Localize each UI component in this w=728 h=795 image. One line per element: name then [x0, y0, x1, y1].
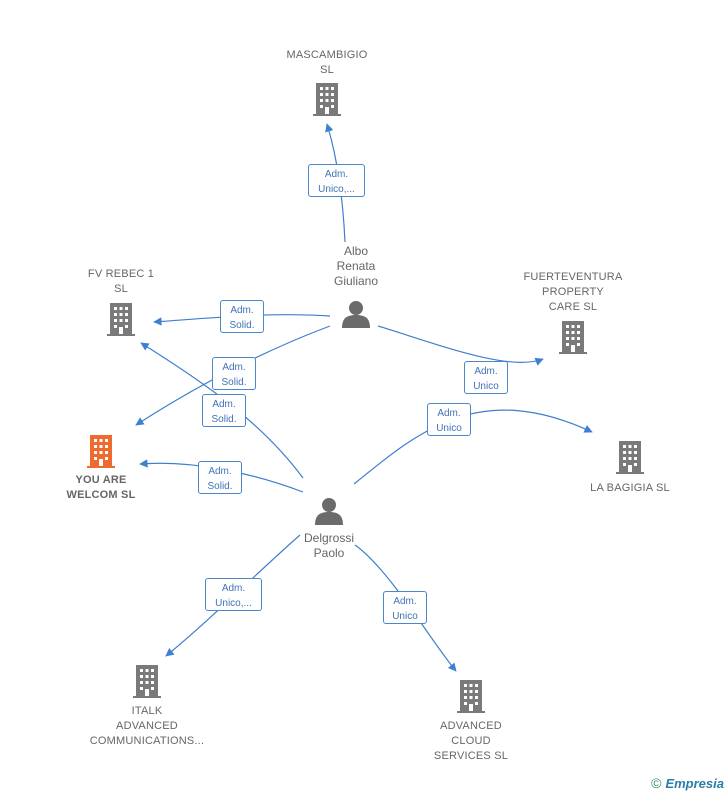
edge-role-label[interactable]: Adm. Unico: [383, 591, 427, 624]
brand-logo: Empresia: [665, 776, 724, 791]
edge-delgrossi-to-la-bagigia: [353, 409, 593, 485]
person-label-delgrossi[interactable]: Delgrossi Paolo: [303, 531, 354, 560]
edge-role-label[interactable]: Adm. Unico: [427, 403, 471, 436]
company-label-mascambigio[interactable]: MASCAMBIGIO SL: [286, 49, 368, 76]
building-icon[interactable]: [313, 83, 341, 116]
building-icon[interactable]: [87, 435, 115, 468]
person-icon[interactable]: [342, 301, 370, 328]
building-icon[interactable]: [616, 441, 644, 474]
company-label-la-bagigia[interactable]: LA BAGIGIA SL: [590, 482, 670, 494]
edge-role-label[interactable]: Adm. Solid.: [212, 357, 256, 390]
person-label-albo[interactable]: Albo Renata Giuliano: [333, 244, 379, 288]
company-label-you-are-welcom[interactable]: YOU ARE WELCOM SL: [66, 474, 136, 501]
company-label-advanced-cloud[interactable]: ADVANCED CLOUD SERVICES SL: [433, 720, 509, 762]
building-icon[interactable]: [559, 321, 587, 354]
company-label-fuerteventura[interactable]: FUERTEVENTURA PROPERTY CARE SL: [523, 271, 623, 313]
company-label-italk[interactable]: ITALK ADVANCED COMMUNICATIONS...: [89, 705, 205, 747]
edge-role-label[interactable]: Adm. Unico,...: [308, 164, 365, 197]
edge-role-label[interactable]: Adm. Unico,...: [205, 578, 262, 611]
edge-role-label[interactable]: Adm. Solid.: [202, 394, 246, 427]
edge-role-label[interactable]: Adm. Solid.: [198, 461, 242, 494]
building-icon[interactable]: [457, 680, 485, 713]
company-label-fv-rebec[interactable]: FV REBEC 1 SL: [87, 268, 155, 295]
person-icon[interactable]: [315, 498, 343, 525]
footer-brand[interactable]: ©Empresia: [651, 775, 724, 791]
edge-role-label[interactable]: Adm. Unico: [464, 361, 508, 394]
building-icon[interactable]: [107, 303, 135, 336]
edge-albo-to-fuerteventura: [377, 325, 544, 366]
building-icon[interactable]: [133, 665, 161, 698]
edge-role-label[interactable]: Adm. Solid.: [220, 300, 264, 333]
copyright-symbol: ©: [651, 775, 662, 791]
